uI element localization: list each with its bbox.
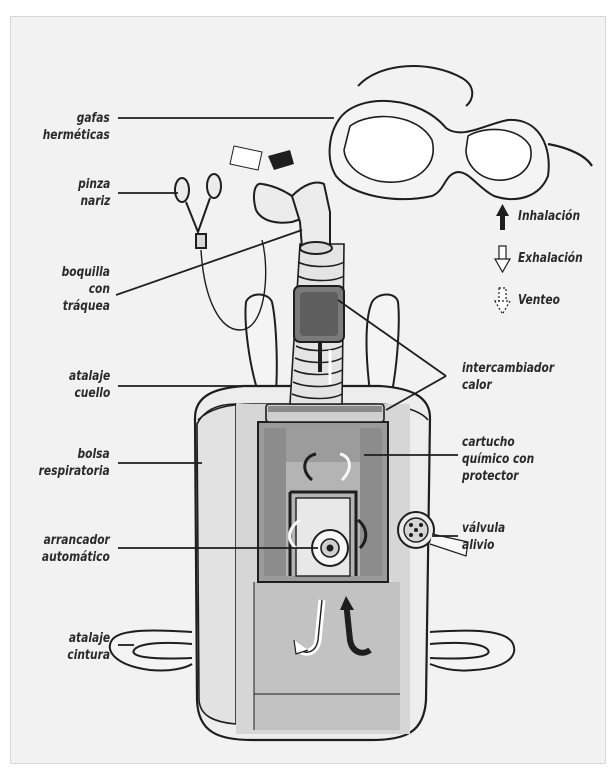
label-atalaje-cintura: atalaje cintura: [67, 630, 110, 664]
legend-exhalacion: Exhalación: [518, 250, 583, 267]
top-connector: [266, 404, 384, 422]
label-bolsa: bolsa respiratoria: [39, 446, 110, 480]
label-intercambiador: intercambiador calor: [462, 360, 554, 394]
legend-venteo: Venteo: [518, 292, 560, 309]
label-cartucho: cartucho químico con protector: [462, 434, 534, 485]
label-boquilla: boquilla con tráquea: [62, 264, 110, 315]
breathing-hose: [290, 244, 344, 404]
label-valvula: válvula alivio: [462, 520, 505, 554]
mouthpiece-flow-arrows: [230, 146, 294, 170]
legend-inhalacion: Inhalación: [518, 208, 580, 225]
legend-inhalation-icon: [496, 204, 509, 230]
legend-vent-icon: [495, 288, 510, 314]
label-pinza: pinza nariz: [78, 176, 110, 210]
breathing-bag: [195, 386, 430, 740]
legend-exhalation-icon: [495, 246, 510, 272]
label-atalaje-cuello: atalaje cuello: [69, 368, 110, 402]
label-arrancador: arrancador automático: [42, 532, 110, 566]
label-gafas: gafas herméticas: [43, 110, 110, 144]
goggles: [330, 66, 592, 199]
